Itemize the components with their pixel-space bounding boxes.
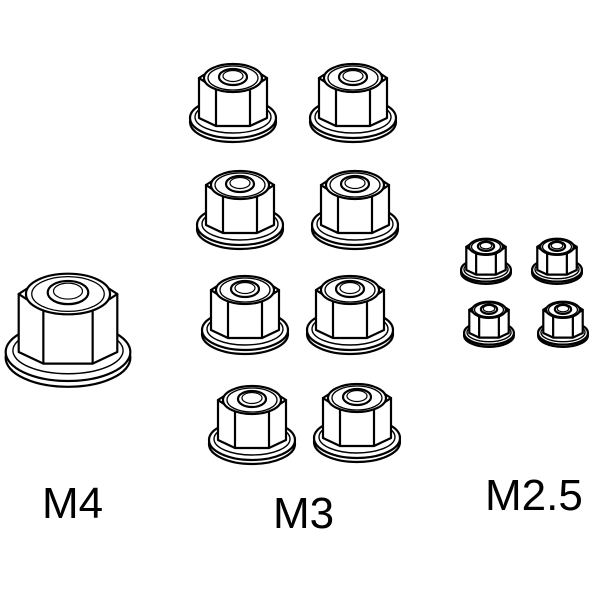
m3-flange-nut xyxy=(207,384,297,466)
m25-flange-nut xyxy=(459,237,513,286)
m3-flange-nut xyxy=(195,169,285,251)
label-m25: M2.5 xyxy=(485,471,583,520)
m3-flange-nut xyxy=(310,169,400,251)
m25-flange-nut xyxy=(536,300,590,349)
m3-flange-nut xyxy=(200,274,290,356)
m3-flange-nut xyxy=(308,62,398,144)
m3-flange-nut xyxy=(188,62,278,144)
label-m4: M4 xyxy=(42,479,104,528)
label-m3: M3 xyxy=(273,489,335,538)
m3-flange-nut xyxy=(312,382,402,464)
m25-flange-nut xyxy=(530,237,584,286)
m4-flange-nut xyxy=(4,272,132,388)
m25-flange-nut xyxy=(462,300,516,349)
m3-flange-nut xyxy=(305,274,395,356)
